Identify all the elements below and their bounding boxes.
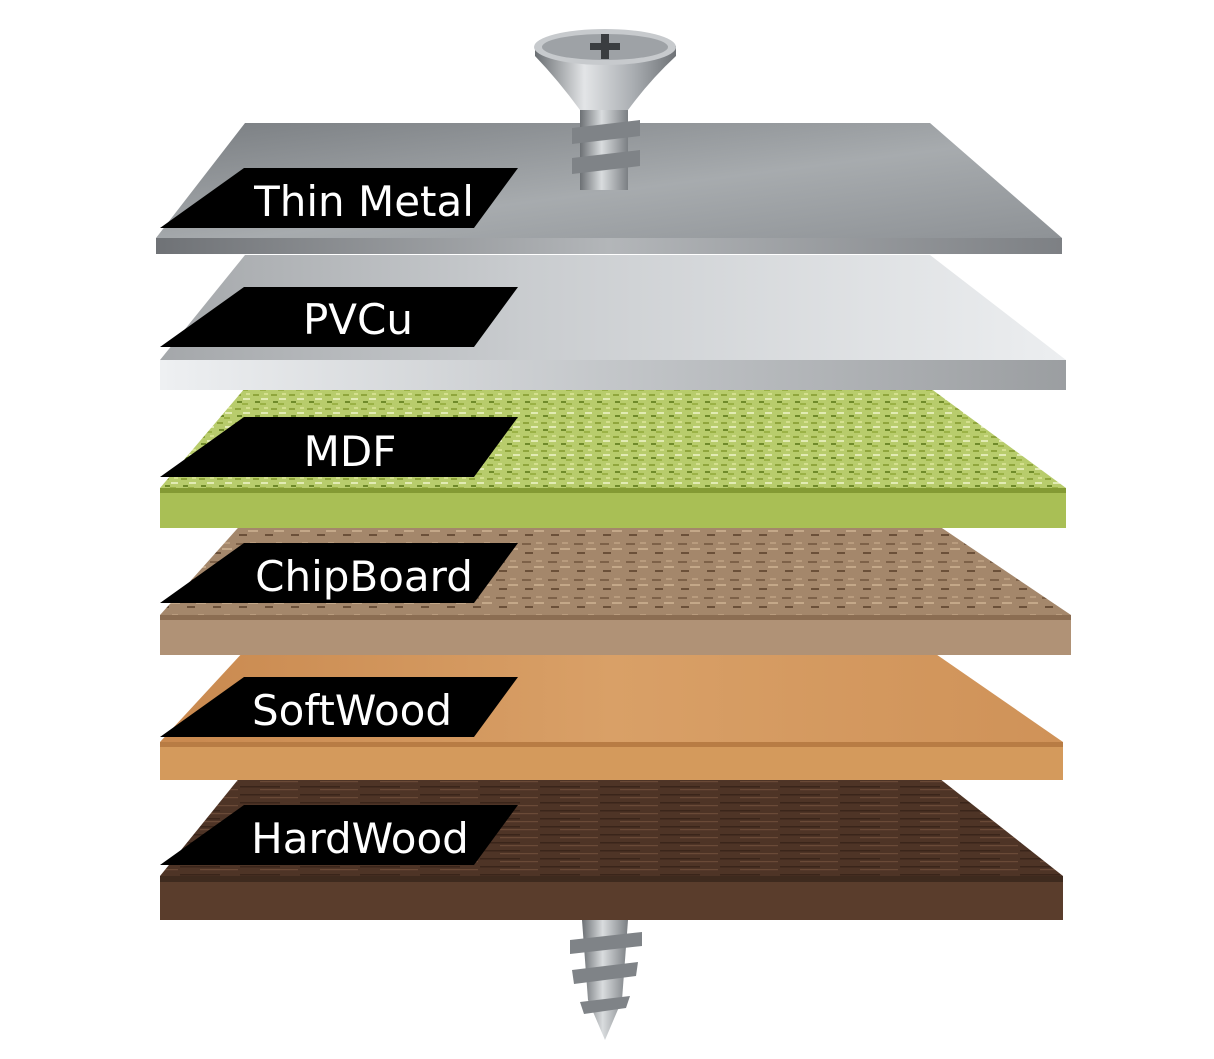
label-text: Thin Metal bbox=[253, 177, 474, 226]
label-text: MDF bbox=[304, 427, 397, 476]
label-text: PVCu bbox=[303, 295, 413, 344]
label-mdf: MDF bbox=[160, 417, 518, 477]
label-hardwood: HardWood bbox=[160, 805, 518, 865]
countersunk-phillips-screw-icon bbox=[534, 29, 676, 190]
screw-tip bbox=[570, 920, 642, 1040]
label-pvcu: PVCu bbox=[160, 287, 518, 347]
label-text: SoftWood bbox=[252, 686, 452, 735]
label-text: ChipBoard bbox=[255, 552, 473, 601]
label-softwood: SoftWood bbox=[160, 677, 518, 737]
label-text: HardWood bbox=[251, 814, 469, 863]
label-chipboard: ChipBoard bbox=[160, 543, 518, 603]
label-thin-metal: Thin Metal bbox=[160, 168, 518, 228]
